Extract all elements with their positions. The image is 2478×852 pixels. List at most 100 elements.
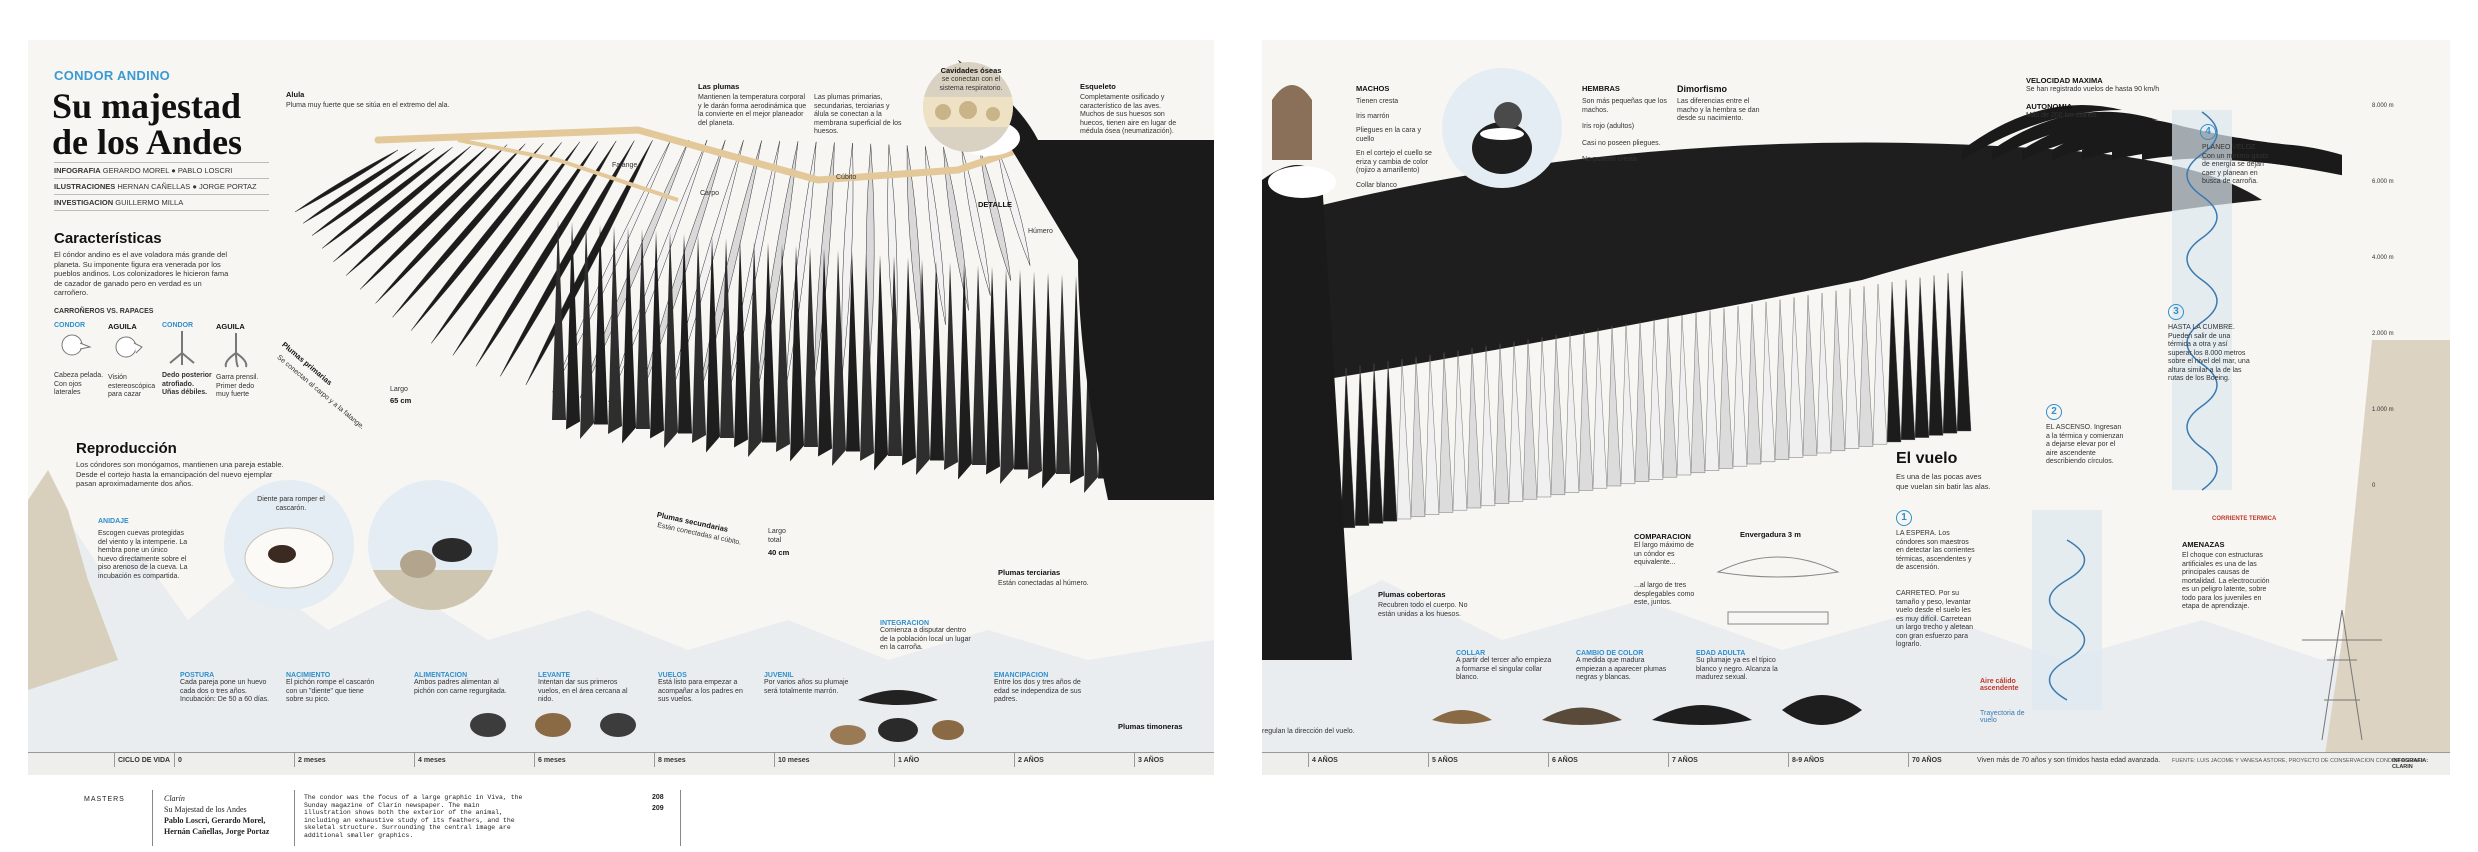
wing-feather	[1550, 334, 1566, 495]
wing-feather	[755, 141, 799, 397]
altitude-label: 4.000 m	[2372, 255, 2394, 261]
wing-feather	[431, 141, 581, 344]
wing-feather	[1928, 275, 1944, 436]
altitude-label: 1.000 m	[2372, 407, 2394, 413]
wing-feather	[1830, 290, 1846, 451]
wing-feather	[1844, 288, 1860, 449]
stage-heading: COLLAR	[1456, 650, 1486, 657]
caracteristicas-heading: Características	[54, 230, 162, 247]
power-tower-icon	[2302, 609, 2382, 741]
detalle-label: DETALLE	[978, 200, 1013, 209]
carpo-label: Carpo	[700, 190, 720, 197]
birds-compare: CONDOR Cabeza pelada. Con ojos laterales…	[54, 322, 264, 422]
secondary-feather	[972, 265, 986, 465]
hembras-list: Son más pequeñas que los machos.Iris roj…	[1582, 98, 1672, 173]
secondary-feather	[1014, 269, 1028, 470]
secondary-feather	[986, 266, 1000, 475]
takeoff-thermal-illustration	[2032, 510, 2102, 710]
step-2-badge: 2	[2046, 404, 2062, 420]
wing-feather	[1858, 286, 1874, 447]
footer-authors-2: Hernán Cañellas, Jorge Portaz	[164, 827, 270, 836]
wing-feather	[1494, 343, 1510, 504]
bird-desc: Dedo posterior atrofiado. Uñas débiles.	[162, 372, 212, 396]
wing-feather	[410, 142, 562, 331]
esqueleto-heading: Esqueleto	[1080, 82, 1116, 91]
reproduccion-heading: Reproducción	[76, 440, 177, 457]
bird-name: AGUILA	[108, 322, 137, 331]
stage-text: Intentan dar sus primeros vuelos, en el …	[538, 679, 628, 703]
secondary-feather	[692, 235, 706, 443]
primary-feather	[1992, 111, 2158, 160]
timeline-label: CICLO DE VIDA	[113, 753, 171, 767]
wing-feather	[1410, 356, 1426, 517]
wing-feather	[579, 139, 690, 398]
comparacion-heading: COMPARACION	[1634, 532, 1691, 541]
title-line-1: Su majestad	[52, 86, 242, 126]
esqueleto-text: Completamente osificado y característico…	[1080, 94, 1177, 135]
vuelo-heading: El vuelo	[1896, 450, 1958, 467]
wing-feather	[1396, 358, 1412, 520]
stage-heading: EMANCIPACION	[994, 672, 1049, 679]
title-line-2: de los Andes	[52, 122, 243, 162]
kicker: CONDOR ANDINO	[54, 68, 171, 83]
plumas-text: Mantienen la temperatura corporal y le d…	[698, 94, 807, 127]
carroneros-subhead: CARROÑEROS VS. RAPACES	[54, 308, 154, 315]
egg-circle	[224, 480, 354, 610]
wing-feather	[961, 148, 991, 296]
secondary-feather	[860, 253, 874, 461]
chick-feeding-icon	[368, 538, 498, 610]
timeline-mark: 8 meses	[654, 753, 686, 767]
condor-head-icon	[61, 334, 92, 356]
mountains-left	[28, 470, 1214, 775]
secondary-feather	[1042, 272, 1056, 489]
wing-feather	[1536, 336, 1552, 498]
stage-text: Comienza a disputar dentro de la poblaci…	[880, 627, 971, 651]
step-4-text: PLANEO VELOZ. Con un mínimo gasto de ene…	[2202, 144, 2269, 185]
primary-feather	[1962, 105, 2122, 160]
largo-primarias-label: Largo	[390, 386, 408, 393]
wing-feather	[1480, 345, 1496, 506]
stage-heading: NACIMIENTO	[286, 672, 331, 679]
juvenile-condors-illustration	[470, 690, 964, 745]
wing-feather	[1620, 323, 1636, 484]
stage-text: Está listo para empezar a acompañar a lo…	[658, 679, 743, 703]
secondary-feather	[748, 241, 762, 457]
step-2-text: EL ASCENSO. Ingresan a la térmica y comi…	[2046, 424, 2124, 465]
wing-feather	[943, 147, 969, 311]
wing-feather	[1718, 308, 1734, 469]
wing-feather	[1662, 317, 1678, 478]
timeline-mark: 1 AÑO	[893, 753, 920, 767]
falange-label: Falange	[612, 162, 638, 169]
wing-feather	[1914, 277, 1930, 438]
secondary-feather	[664, 232, 678, 448]
timeline-mark: 10 meses	[774, 753, 810, 767]
wing-feather	[375, 143, 526, 304]
credit-3: INVESTIGACION GUILLERMO MILLA	[54, 198, 184, 207]
timeline-mark: 4 meses	[414, 753, 446, 767]
comparacion2-text: ...al largo de tres desplegables como es…	[1634, 582, 1695, 606]
timeline-mark: 6 AÑOS	[1548, 753, 1578, 767]
wing-feather	[1690, 312, 1706, 473]
bird-desc: Cabeza pelada. Con ojos laterales	[54, 372, 104, 396]
timeline-mark: 0	[174, 753, 182, 767]
secondary-feather	[762, 242, 776, 443]
cavidades-heading: Cavidades óseas	[940, 66, 1002, 75]
wing-feather	[997, 149, 1031, 266]
largo-secundarias-value: 40 cm	[768, 548, 790, 557]
timeline-mark: 70 AÑOS	[1908, 753, 1942, 767]
thermal-column-illustration	[2172, 110, 2232, 491]
dimorfismo-heading: Dimorfismo	[1677, 84, 1728, 94]
wing-feather	[1340, 367, 1356, 528]
wing-feather	[1886, 281, 1902, 443]
wing-feather	[1564, 332, 1580, 493]
stage-heading: INTEGRACION	[880, 620, 929, 627]
secondary-feather	[706, 236, 720, 453]
